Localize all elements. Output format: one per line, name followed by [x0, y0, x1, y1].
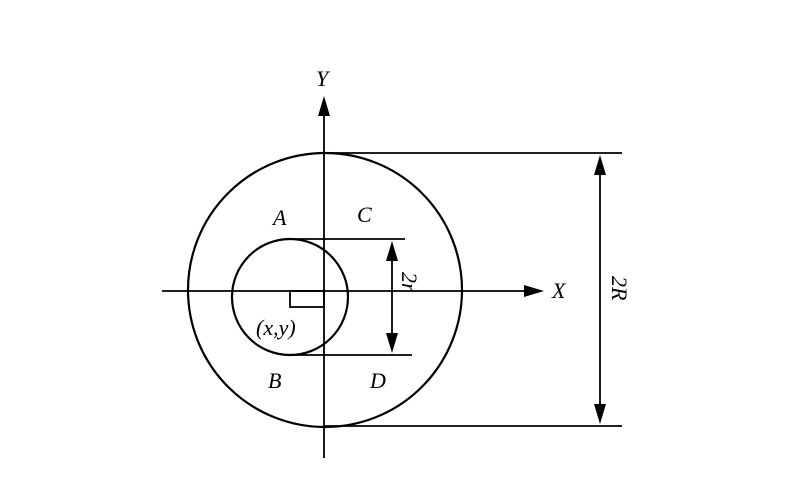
inner-circle	[230, 237, 350, 357]
inner-dimension-arrow-bottom	[386, 333, 398, 353]
y-axis-label: Y	[316, 66, 331, 91]
outer-dimension-label: 2R	[607, 276, 632, 301]
region-a-label: A	[271, 205, 287, 230]
inner-dimension-label: 2r	[397, 272, 422, 292]
region-b-label: B	[268, 368, 281, 393]
y-axis-arrowhead	[318, 96, 330, 116]
center-marker	[289, 290, 325, 308]
x-axis-label: X	[551, 278, 567, 303]
outer-dimension-arrow-top	[594, 155, 606, 175]
region-c-label: C	[357, 202, 372, 227]
inner-dimension-arrow-top	[386, 241, 398, 261]
outer-dimension-arrow-bottom	[594, 404, 606, 424]
center-point-label: (x,y)	[256, 315, 296, 340]
x-axis-arrowhead	[524, 285, 544, 297]
region-d-label: D	[369, 368, 386, 393]
